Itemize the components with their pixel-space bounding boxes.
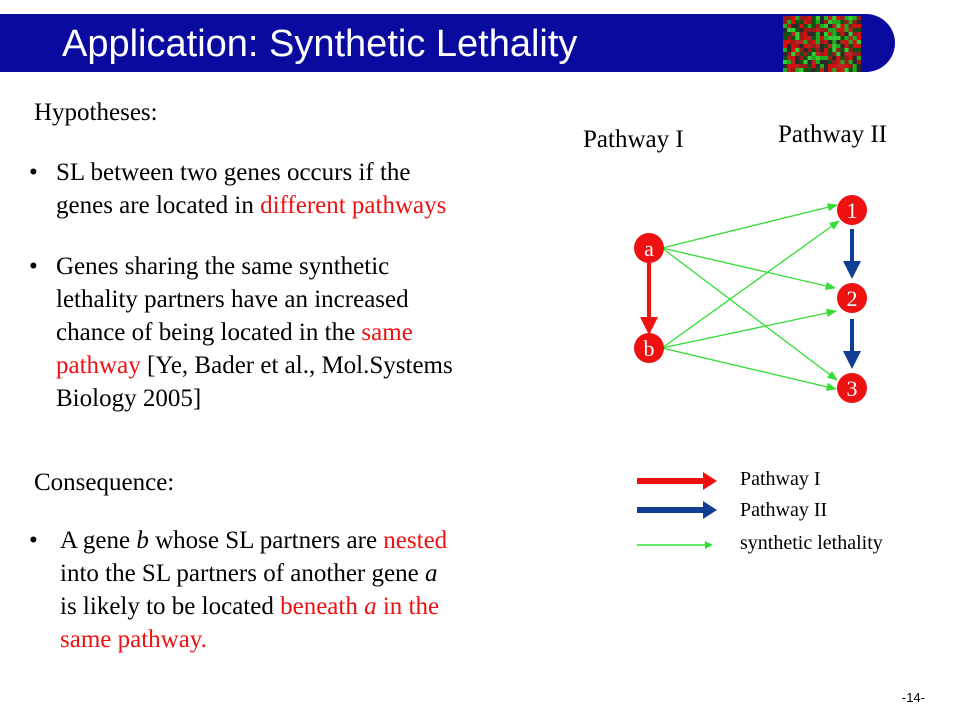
legend-pathway-2-arrow xyxy=(637,501,717,519)
node-3: 3 xyxy=(837,373,867,403)
pathway-2-arrowhead-1-2 xyxy=(843,261,861,279)
pathway-2-arrowhead-2-3 xyxy=(843,351,861,369)
pathway-diagram: a b 1 2 3 xyxy=(600,185,900,415)
node-b: b xyxy=(634,333,664,363)
legend-pathway-1-label: Pathway I xyxy=(740,467,821,491)
consequence-heading: Consequence: xyxy=(34,466,174,499)
consequence-bullet: A gene b whose SL partners are nested in… xyxy=(60,524,447,656)
node-1: 1 xyxy=(837,195,867,225)
svg-text:b: b xyxy=(644,336,655,361)
hypothesis-bullet-1: SL between two genes occurs if the genes… xyxy=(56,156,446,222)
bullet-dot: • xyxy=(29,156,38,189)
hypothesis-bullet-2: Genes sharing the same synthetic lethali… xyxy=(56,250,453,415)
bullet-dot: • xyxy=(29,524,38,557)
legend-swatches xyxy=(635,460,725,560)
legend-sl-label: synthetic lethality xyxy=(740,531,883,555)
node-a: a xyxy=(634,233,664,263)
hypotheses-heading: Hypotheses: xyxy=(34,96,158,129)
sl-edge-b-3 xyxy=(662,348,836,389)
svg-text:2: 2 xyxy=(847,286,858,311)
slide-title: Application: Synthetic Lethality xyxy=(62,20,577,68)
pathway-1-arrowhead xyxy=(640,317,658,335)
legend-pathway-1-arrow xyxy=(637,472,717,490)
microarray-heatmap-image xyxy=(783,16,861,72)
svg-text:a: a xyxy=(644,236,654,261)
pathway-1-label: Pathway I xyxy=(583,125,684,155)
pathway-2-label: Pathway II xyxy=(778,120,887,150)
legend-sl-arrow xyxy=(637,541,713,549)
bullet-dot: • xyxy=(29,250,38,283)
node-2: 2 xyxy=(837,283,867,313)
svg-text:1: 1 xyxy=(847,198,858,223)
svg-text:3: 3 xyxy=(847,376,858,401)
legend-pathway-2-label: Pathway II xyxy=(740,498,827,522)
page-number: -14- xyxy=(902,690,925,705)
